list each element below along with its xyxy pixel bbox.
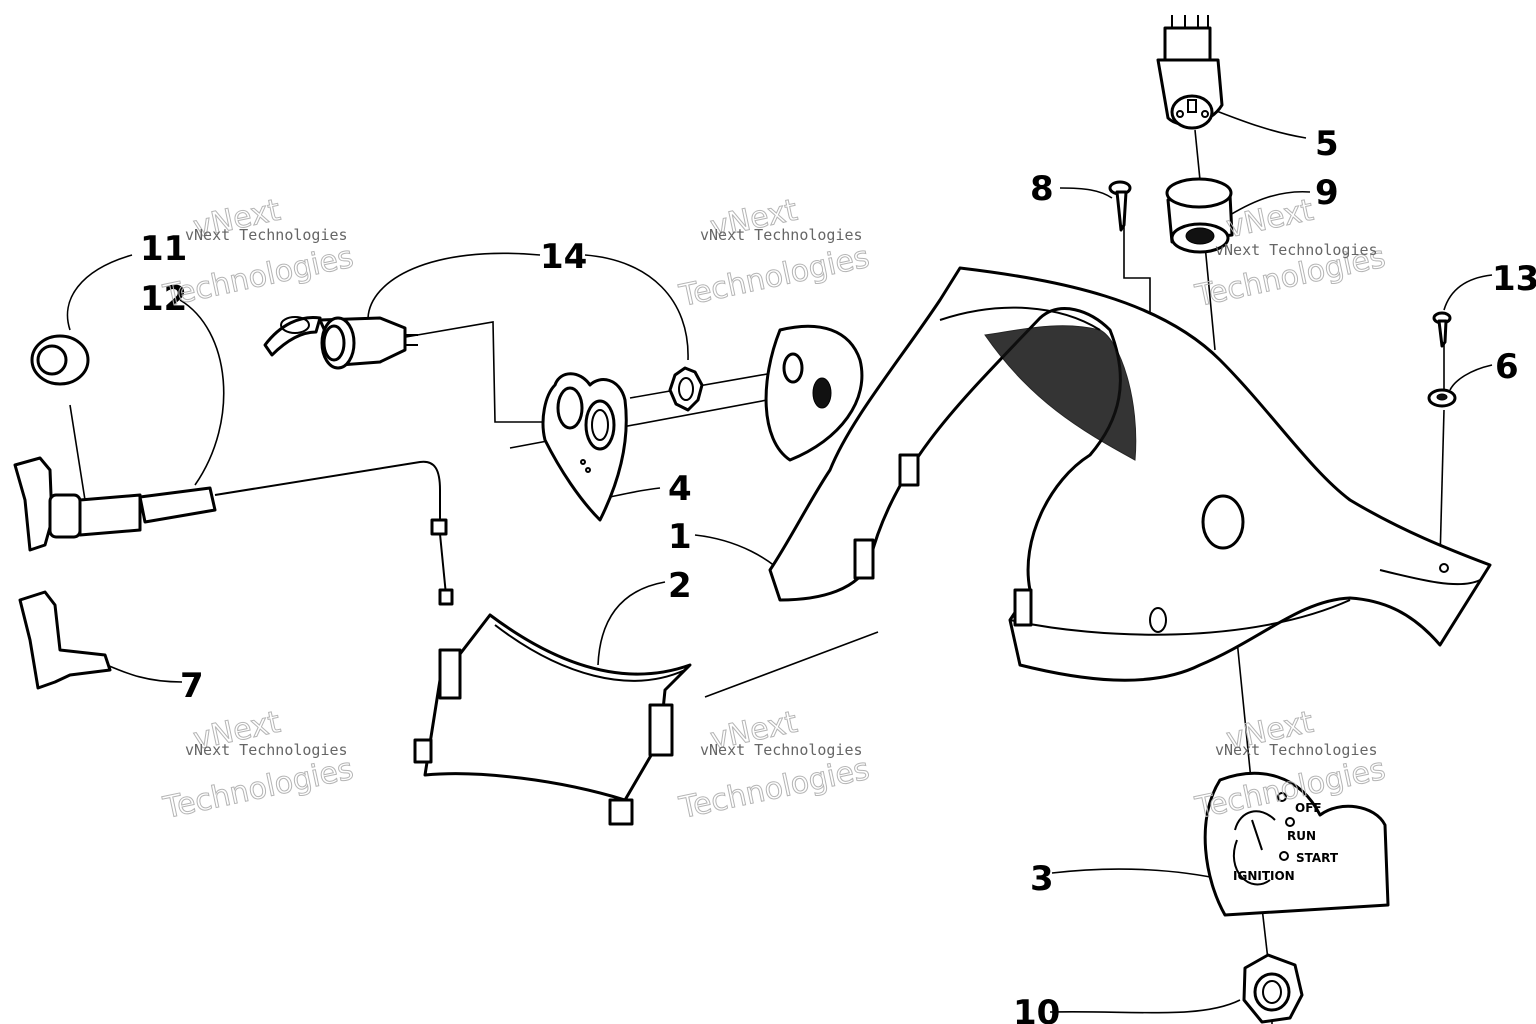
callout-8: 8 bbox=[1030, 169, 1054, 209]
mounting-plate-part-4 bbox=[541, 372, 628, 522]
throttle-assembly-part-12 bbox=[13, 456, 454, 606]
callout-numbers: 1 2 3 4 5 6 7 8 9 10 11 12 13 14 bbox=[140, 124, 1536, 1024]
callout-12: 12 bbox=[140, 279, 187, 319]
callout-9: 9 bbox=[1315, 173, 1339, 213]
watermark-text: Technologies bbox=[160, 752, 357, 827]
callout-3: 3 bbox=[1030, 859, 1054, 899]
watermark-text: Technologies bbox=[676, 752, 873, 827]
watermark-text: vNext bbox=[1223, 193, 1316, 246]
callout-6: 6 bbox=[1495, 347, 1519, 387]
callout-14: 14 bbox=[540, 237, 587, 277]
callout-1: 1 bbox=[668, 517, 692, 557]
start-label: START bbox=[1296, 851, 1339, 865]
power-socket-part-14 bbox=[263, 315, 704, 412]
callout-4: 4 bbox=[668, 469, 692, 509]
bushing-part-9 bbox=[1165, 177, 1234, 254]
leader-lines bbox=[66, 109, 1493, 1024]
callout-13: 13 bbox=[1492, 259, 1536, 299]
dash-housing-part-1 bbox=[764, 266, 1492, 682]
run-label: RUN bbox=[1287, 829, 1316, 843]
watermark-text: Technologies bbox=[676, 240, 873, 315]
washer-part-6 bbox=[1427, 388, 1457, 408]
watermark-text: vNext Technologies bbox=[185, 226, 348, 244]
watermark-text: vNext Technologies bbox=[700, 741, 863, 759]
watermark-bottom-left: vNext Technologies vNext Technologies bbox=[159, 704, 357, 827]
callout-5: 5 bbox=[1315, 124, 1339, 164]
ignition-plate-part-3: OFF RUN START IGNITION bbox=[1203, 772, 1390, 917]
watermark-top-left: vNext Technologies vNext Technologies bbox=[159, 192, 357, 315]
watermark-text: Technologies bbox=[160, 240, 357, 315]
off-label: OFF bbox=[1295, 801, 1322, 815]
lower-cover-part-2 bbox=[413, 613, 692, 826]
watermark-top-center: vNext Technologies vNext Technologies bbox=[675, 192, 873, 315]
callout-11: 11 bbox=[140, 229, 187, 269]
callout-7: 7 bbox=[180, 666, 204, 706]
watermark-text: vNext Technologies bbox=[700, 226, 863, 244]
watermark-text: vNext Technologies bbox=[1215, 741, 1378, 759]
hex-nut-part-10 bbox=[1242, 953, 1304, 1024]
watermark-text: vNext Technologies bbox=[1215, 241, 1378, 259]
screw-part-8 bbox=[1108, 180, 1132, 232]
retaining-nut-part-11 bbox=[30, 334, 90, 386]
lever-part-7 bbox=[18, 590, 112, 690]
ignition-label: IGNITION bbox=[1233, 869, 1295, 883]
watermark-text: vNext Technologies bbox=[185, 741, 348, 759]
watermark-bottom-center: vNext Technologies vNext Technologies bbox=[675, 704, 873, 827]
ignition-switch-part-5 bbox=[1156, 15, 1224, 130]
callout-2: 2 bbox=[668, 566, 692, 606]
callout-10: 10 bbox=[1013, 993, 1060, 1024]
screw-part-13 bbox=[1432, 311, 1452, 348]
